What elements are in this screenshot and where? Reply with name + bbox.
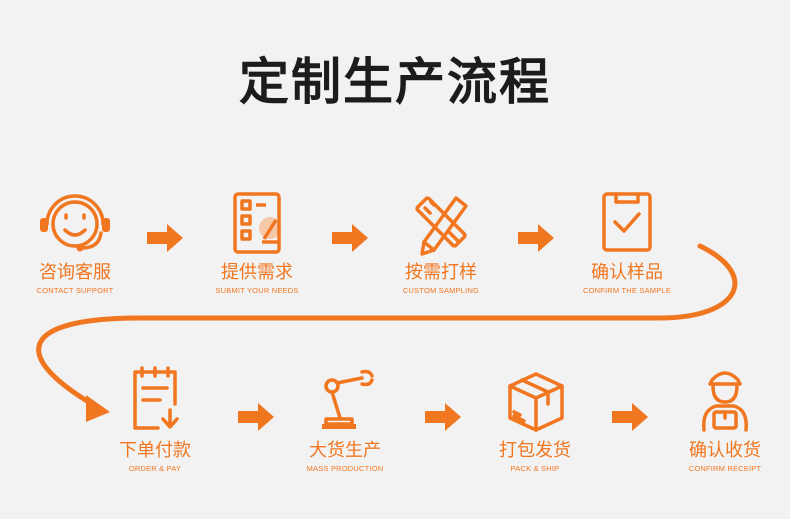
step-custom-sampling: 按需打样 CUSTOM SAMPLING <box>366 188 516 295</box>
step-label: 大货生产 <box>309 440 381 461</box>
step-label: 确认样品 <box>591 262 663 283</box>
courier-person-icon <box>702 371 748 432</box>
clipboard-check-icon <box>602 192 652 252</box>
step-label: 下单付款 <box>119 440 191 461</box>
step-pack-ship: 打包发货 PACK & SHIP <box>460 366 610 473</box>
step-mass-production: 大货生产 MASS PRODUCTION <box>270 366 420 473</box>
package-box-icon <box>508 372 564 432</box>
step-sublabel: PACK & SHIP <box>510 464 560 473</box>
step-confirm-receipt: 确认收货 CONFIRM RECEIPT <box>650 366 790 473</box>
arrow-right-icon <box>425 403 461 431</box>
step-sublabel: CONFIRM RECEIPT <box>688 464 762 473</box>
smiley-headset-icon <box>40 194 110 252</box>
order-download-icon <box>133 366 179 430</box>
step-contact-support: 咨询客服 CONTACT SUPPORT <box>0 188 150 295</box>
step-sublabel: CONFIRM THE SAMPLE <box>582 286 672 295</box>
step-sublabel: CONTACT SUPPORT <box>36 286 114 295</box>
arrow-right-icon <box>518 224 554 252</box>
arrow-right-icon <box>238 403 274 431</box>
step-sublabel: SUBMIT YOUR NEEDS <box>215 286 299 295</box>
arrow-right-icon <box>332 224 368 252</box>
arrow-right-icon <box>612 403 648 431</box>
step-label: 确认收货 <box>689 440 761 461</box>
step-order-pay: 下单付款 ORDER & PAY <box>80 366 230 473</box>
step-confirm-sample: 确认样品 CONFIRM THE SAMPLE <box>552 188 702 295</box>
step-sublabel: CUSTOM SAMPLING <box>402 286 480 295</box>
step-submit-needs: 提供需求 SUBMIT YOUR NEEDS <box>182 188 332 295</box>
step-sublabel: ORDER & PAY <box>128 464 182 473</box>
robot-arm-icon <box>322 369 374 429</box>
checklist-pen-icon <box>233 192 281 254</box>
step-sublabel: MASS PRODUCTION <box>306 464 384 473</box>
ruler-pencil-icon <box>415 196 468 256</box>
step-label: 打包发货 <box>499 440 571 461</box>
arrow-right-icon <box>147 224 183 252</box>
page-title: 定制生产流程 <box>239 53 551 111</box>
step-label: 提供需求 <box>221 262 293 283</box>
step-label: 按需打样 <box>405 262 477 283</box>
step-label: 咨询客服 <box>39 262 111 283</box>
